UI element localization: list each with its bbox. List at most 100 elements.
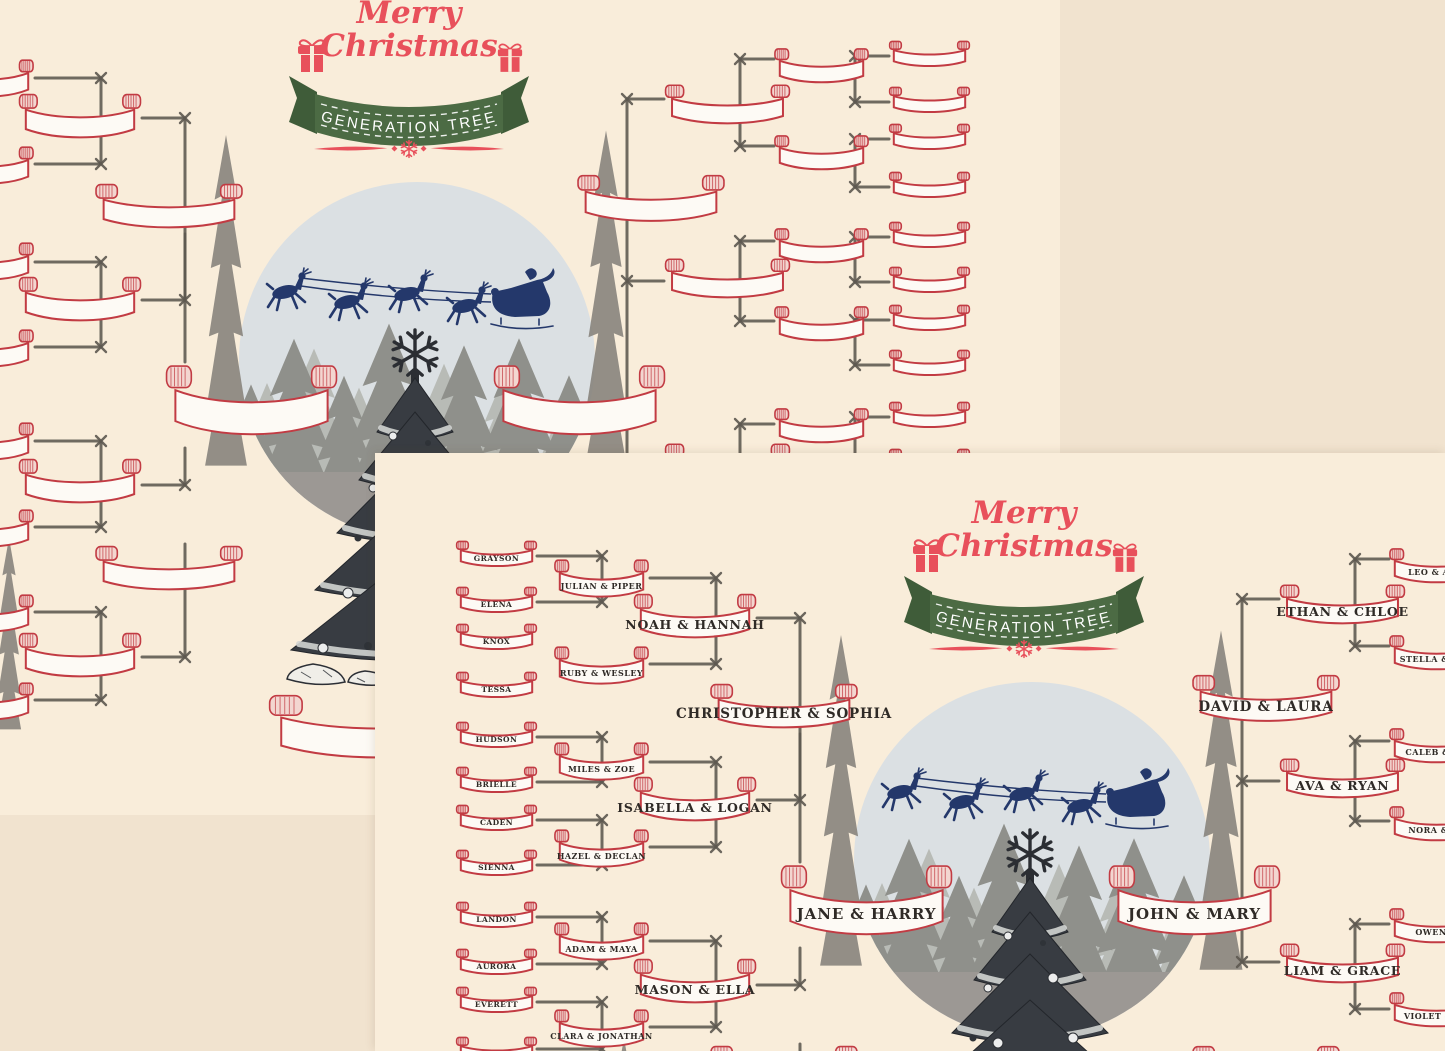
- banner-david-laura[interactable]: DAVID & LAURA: [1190, 673, 1342, 730]
- banner-label[interactable]: JANE & HARRY: [796, 904, 937, 923]
- banner-elena[interactable]: ELENA: [455, 586, 538, 617]
- banner-label[interactable]: DAVID & LAURA: [1198, 699, 1334, 716]
- tree-template-filled: GRAYSON ELENA KNOX TESSA HUDSON BRIELLE …: [375, 453, 1445, 1051]
- banner-label[interactable]: ISABELLA & LOGAN: [617, 799, 773, 815]
- banner-label: [104, 200, 235, 229]
- banner-label[interactable]: JOHN & MARY: [1128, 904, 1261, 923]
- scroll-roll-right-icon: [1386, 759, 1404, 771]
- banner-isabella-logan[interactable]: ISABELLA & LOGAN: [617, 775, 773, 829]
- banner-label[interactable]: VIOLET & CA: [1403, 1011, 1445, 1022]
- scroll-roll-left-icon: [1193, 676, 1214, 690]
- banner-ava-ryan[interactable]: AVA & RYAN: [1278, 757, 1407, 805]
- scroll-roll-left-icon: [890, 222, 902, 230]
- banner-miles-zoe[interactable]: MILES & ZOE: [553, 741, 650, 787]
- banner-landon[interactable]: LANDON: [455, 901, 538, 932]
- banner-owen[interactable]: OWEN &: [1388, 907, 1445, 949]
- banner-label[interactable]: HUDSON: [475, 735, 518, 745]
- banner-label[interactable]: SIENNA: [478, 863, 515, 873]
- banner-label[interactable]: EVERETT: [474, 1000, 519, 1010]
- banner-liam-grace[interactable]: LIAM & GRACE: [1278, 942, 1407, 990]
- banner-ruby-wesley[interactable]: RUBY & WESLEY: [553, 645, 650, 691]
- banner-label: [894, 314, 965, 331]
- scroll-roll-right-icon: [771, 259, 789, 271]
- banner-everett[interactable]: EVERETT: [455, 986, 538, 1017]
- banner-label: [780, 421, 863, 444]
- banner-leo-anna[interactable]: LEO & ANN: [1388, 547, 1445, 589]
- scroll-roll-left-icon: [457, 672, 469, 680]
- banner-aurora[interactable]: AURORA: [455, 948, 538, 979]
- banner-label[interactable]: GRAYSON: [473, 554, 520, 564]
- banner-label[interactable]: ELENA: [480, 600, 513, 610]
- scroll-roll-left-icon: [635, 595, 653, 609]
- banner-label[interactable]: OWEN &: [1415, 927, 1445, 938]
- banner-grayson[interactable]: GRAYSON: [455, 540, 538, 571]
- scroll-roll-right-icon: [640, 366, 665, 388]
- merry-christmas-logo: Merry Christmas GENERATION TREE: [904, 498, 1144, 668]
- banner-knox[interactable]: KNOX: [455, 623, 538, 654]
- banner-label[interactable]: AVA & RYAN: [1295, 778, 1390, 794]
- banner-label[interactable]: CALEB & NA: [1405, 747, 1445, 758]
- banner-label: [0, 696, 28, 721]
- banner-nora-as[interactable]: NORA & AS: [1388, 805, 1445, 847]
- scroll-roll-left-icon: [457, 722, 469, 730]
- banner-christopher-sophia[interactable]: CHRISTOPHER & SOPHIA: [676, 682, 892, 736]
- scroll-roll-left-icon: [20, 460, 38, 474]
- scroll-roll-left-icon: [20, 95, 38, 109]
- banner-label[interactable]: STELLA & BRA: [1399, 654, 1445, 665]
- banner-hudson[interactable]: HUDSON: [455, 721, 538, 752]
- banner-label[interactable]: BRIELLE: [475, 780, 518, 790]
- banner-stella-bra[interactable]: STELLA & BRA: [1388, 634, 1445, 676]
- banner-jane-harry[interactable]: JANE & HARRY: [778, 862, 955, 948]
- banner-john-mary[interactable]: JOHN & MARY: [1106, 862, 1283, 948]
- banner-brielle[interactable]: BRIELLE: [455, 766, 538, 797]
- scroll-roll-right-icon: [525, 672, 537, 680]
- scroll-roll-left-icon: [555, 1010, 569, 1022]
- banner-hazel-declan[interactable]: HAZEL & DECLAN: [553, 828, 650, 874]
- banner-label[interactable]: LIAM & GRACE: [1283, 963, 1402, 979]
- banner-label[interactable]: HAZEL & DECLAN: [556, 850, 647, 861]
- banner-sienna[interactable]: SIENNA: [455, 849, 538, 880]
- banner-label[interactable]: CLARA & JONATHAN: [550, 1030, 653, 1041]
- banner-label[interactable]: NOAH & HANNAH: [625, 616, 765, 632]
- banner-label[interactable]: ETHAN & CHLOE: [1276, 604, 1409, 620]
- banner-label: [894, 231, 965, 248]
- banner-label[interactable]: NORA & AS: [1408, 825, 1445, 836]
- banner-caleb-na[interactable]: CALEB & NA: [1388, 727, 1445, 769]
- scroll-roll-left-icon: [1390, 909, 1404, 920]
- scroll-roll-left-icon: [495, 366, 520, 388]
- banner-noah-hannah[interactable]: NOAH & HANNAH: [625, 592, 765, 646]
- banner-label[interactable]: LANDON: [476, 915, 517, 925]
- banner-label[interactable]: CADEN: [479, 818, 514, 828]
- banner-david-laura: [575, 173, 727, 230]
- scroll-roll-left-icon: [555, 923, 569, 935]
- scroll-roll-left-icon: [890, 172, 902, 180]
- banner-ethan-chloe[interactable]: ETHAN & CHLOE: [1276, 583, 1409, 631]
- banner-label[interactable]: ADAM & MAYA: [565, 943, 638, 954]
- gift-icon: [298, 39, 326, 72]
- banner-label[interactable]: TESSA: [481, 685, 512, 695]
- banner-julian-piper[interactable]: JULIAN & PIPER: [553, 558, 650, 604]
- banner-tessa[interactable]: TESSA: [455, 671, 538, 702]
- banner-label: [503, 390, 655, 436]
- banner-label[interactable]: CHRISTOPHER & SOPHIA: [676, 706, 892, 723]
- scroll-roll-right-icon: [958, 124, 970, 132]
- banner-label[interactable]: JULIAN & PIPER: [560, 580, 643, 591]
- scroll-roll-left-icon: [457, 805, 469, 813]
- banner-label[interactable]: MASON & ELLA: [634, 981, 756, 997]
- banner-label[interactable]: KNOX: [482, 637, 511, 647]
- scroll-roll-left-icon: [890, 402, 902, 410]
- banner-label[interactable]: AURORA: [476, 962, 517, 972]
- banner-label: [672, 273, 783, 299]
- scroll-roll-left-icon: [890, 41, 902, 49]
- banner-label[interactable]: LEO & ANN: [1408, 567, 1445, 578]
- banner-caden[interactable]: CADEN: [455, 804, 538, 835]
- banner-mason-ella[interactable]: MASON & ELLA: [632, 957, 758, 1011]
- banner-label: [0, 608, 28, 633]
- banner-violet-ca[interactable]: VIOLET & CA: [1388, 991, 1445, 1033]
- banner-clara-jonathan[interactable]: CLARA & JONATHAN: [550, 1008, 653, 1051]
- scroll-roll-right-icon: [1318, 1047, 1339, 1051]
- logo-title-line2: Christmas: [935, 528, 1113, 564]
- banner-label[interactable]: MILES & ZOE: [567, 763, 636, 774]
- banner-label[interactable]: RUBY & WESLEY: [559, 667, 644, 678]
- banner-adam-maya[interactable]: ADAM & MAYA: [553, 921, 650, 967]
